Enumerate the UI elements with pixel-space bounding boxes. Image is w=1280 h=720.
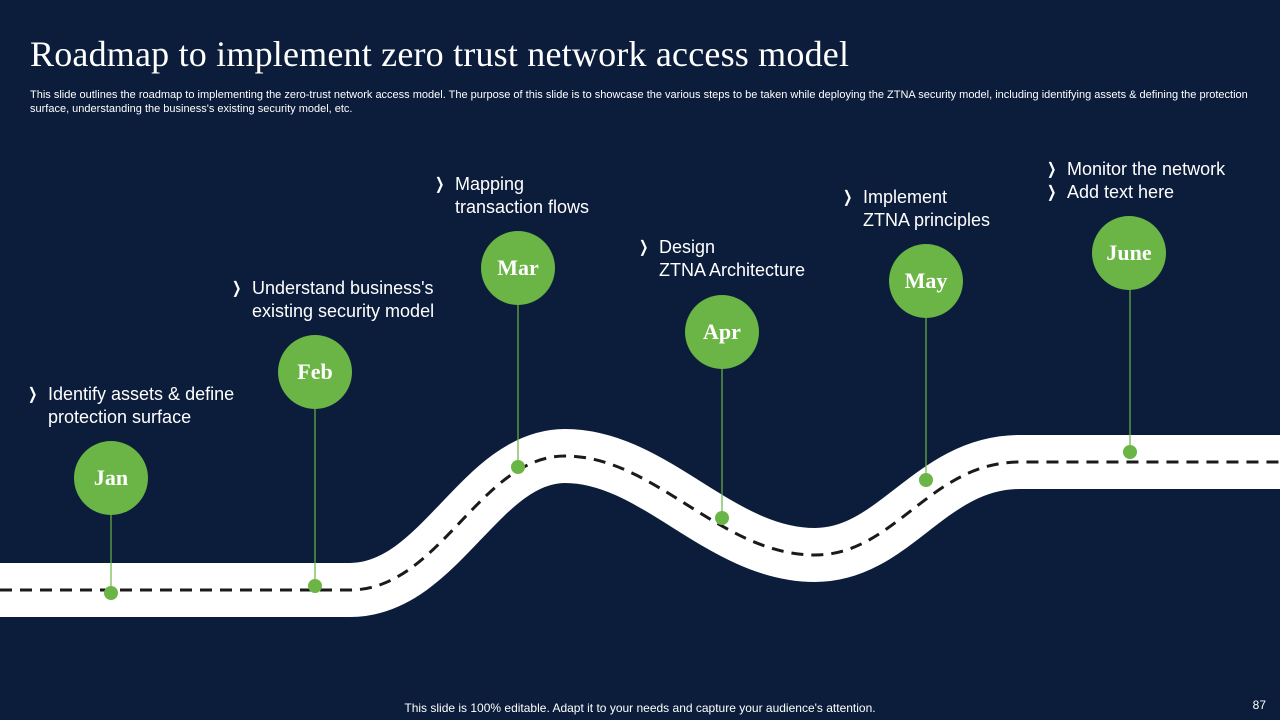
milestone-text-line: ZTNA principles — [863, 210, 991, 230]
milestone-dot-june — [1123, 445, 1137, 459]
milestone-text-line: Add text here — [1067, 182, 1175, 202]
milestone-dot-mar — [511, 460, 525, 474]
milestone-text-line: protection surface — [48, 407, 192, 427]
milestone-text-line: existing security model — [252, 301, 435, 321]
milestone-label-jan: ❯ Identify assets & define protection sur… — [28, 383, 234, 429]
milestone-text-line: Implement — [863, 187, 948, 207]
chevron-right-icon: ❯ — [1047, 184, 1057, 201]
milestone-dot-may — [919, 473, 933, 487]
milestone-text-line: Understand business's — [252, 278, 434, 298]
milestone-text-line: Mapping — [455, 174, 525, 194]
milestone-bullet: ❯ Mapping transaction flows — [435, 173, 589, 219]
milestone-bullet: ❯ Identify assets & define protection sur… — [28, 383, 234, 429]
milestone-dot-feb — [308, 579, 322, 593]
milestone-text-line: Monitor the network — [1067, 159, 1226, 179]
milestone-label-mar: ❯ Mapping transaction flows — [435, 173, 589, 219]
slide-subtitle: This slide outlines the roadmap to imple… — [30, 89, 1248, 115]
page-number: 87 — [1252, 698, 1266, 712]
milestone-circle-jan: Jan — [74, 441, 148, 515]
milestone-bullet: ❯ Add text here — [1047, 181, 1225, 204]
slide-footer-note: This slide is 100% editable. Adapt it to… — [404, 701, 876, 715]
milestone-circle-apr: Apr — [685, 295, 759, 369]
milestone-text-line: transaction flows — [455, 197, 590, 217]
milestone-circle-june: June — [1092, 216, 1166, 290]
chevron-right-icon: ❯ — [1047, 161, 1057, 178]
slide-title: Roadmap to implement zero trust network … — [30, 34, 850, 74]
chevron-right-icon: ❯ — [232, 280, 242, 297]
chevron-right-icon: ❯ — [843, 189, 853, 206]
milestone-text-line: Identify assets & define — [48, 384, 235, 404]
milestone-label-feb: ❯ Understand business's existing security… — [232, 277, 434, 323]
milestone-label-june: ❯ Monitor the network ❯ Add text here — [1047, 158, 1225, 204]
milestone-bullet: ❯ Understand business's existing security… — [232, 277, 434, 323]
chevron-right-icon: ❯ — [639, 239, 649, 256]
road-center-dashes — [0, 454, 1280, 592]
milestone-text-line: Design — [659, 237, 716, 257]
milestone-circle-may: May — [889, 244, 963, 318]
milestone-dot-apr — [715, 511, 729, 525]
milestone-circle-feb: Feb — [278, 335, 352, 409]
chevron-right-icon: ❯ — [28, 386, 38, 403]
milestone-text-line: ZTNA Architecture — [659, 260, 806, 280]
milestone-circle-mar: Mar — [481, 231, 555, 305]
chevron-right-icon: ❯ — [435, 176, 445, 193]
milestone-dot-jan — [104, 586, 118, 600]
milestone-bullet: ❯ Monitor the network — [1047, 158, 1225, 181]
